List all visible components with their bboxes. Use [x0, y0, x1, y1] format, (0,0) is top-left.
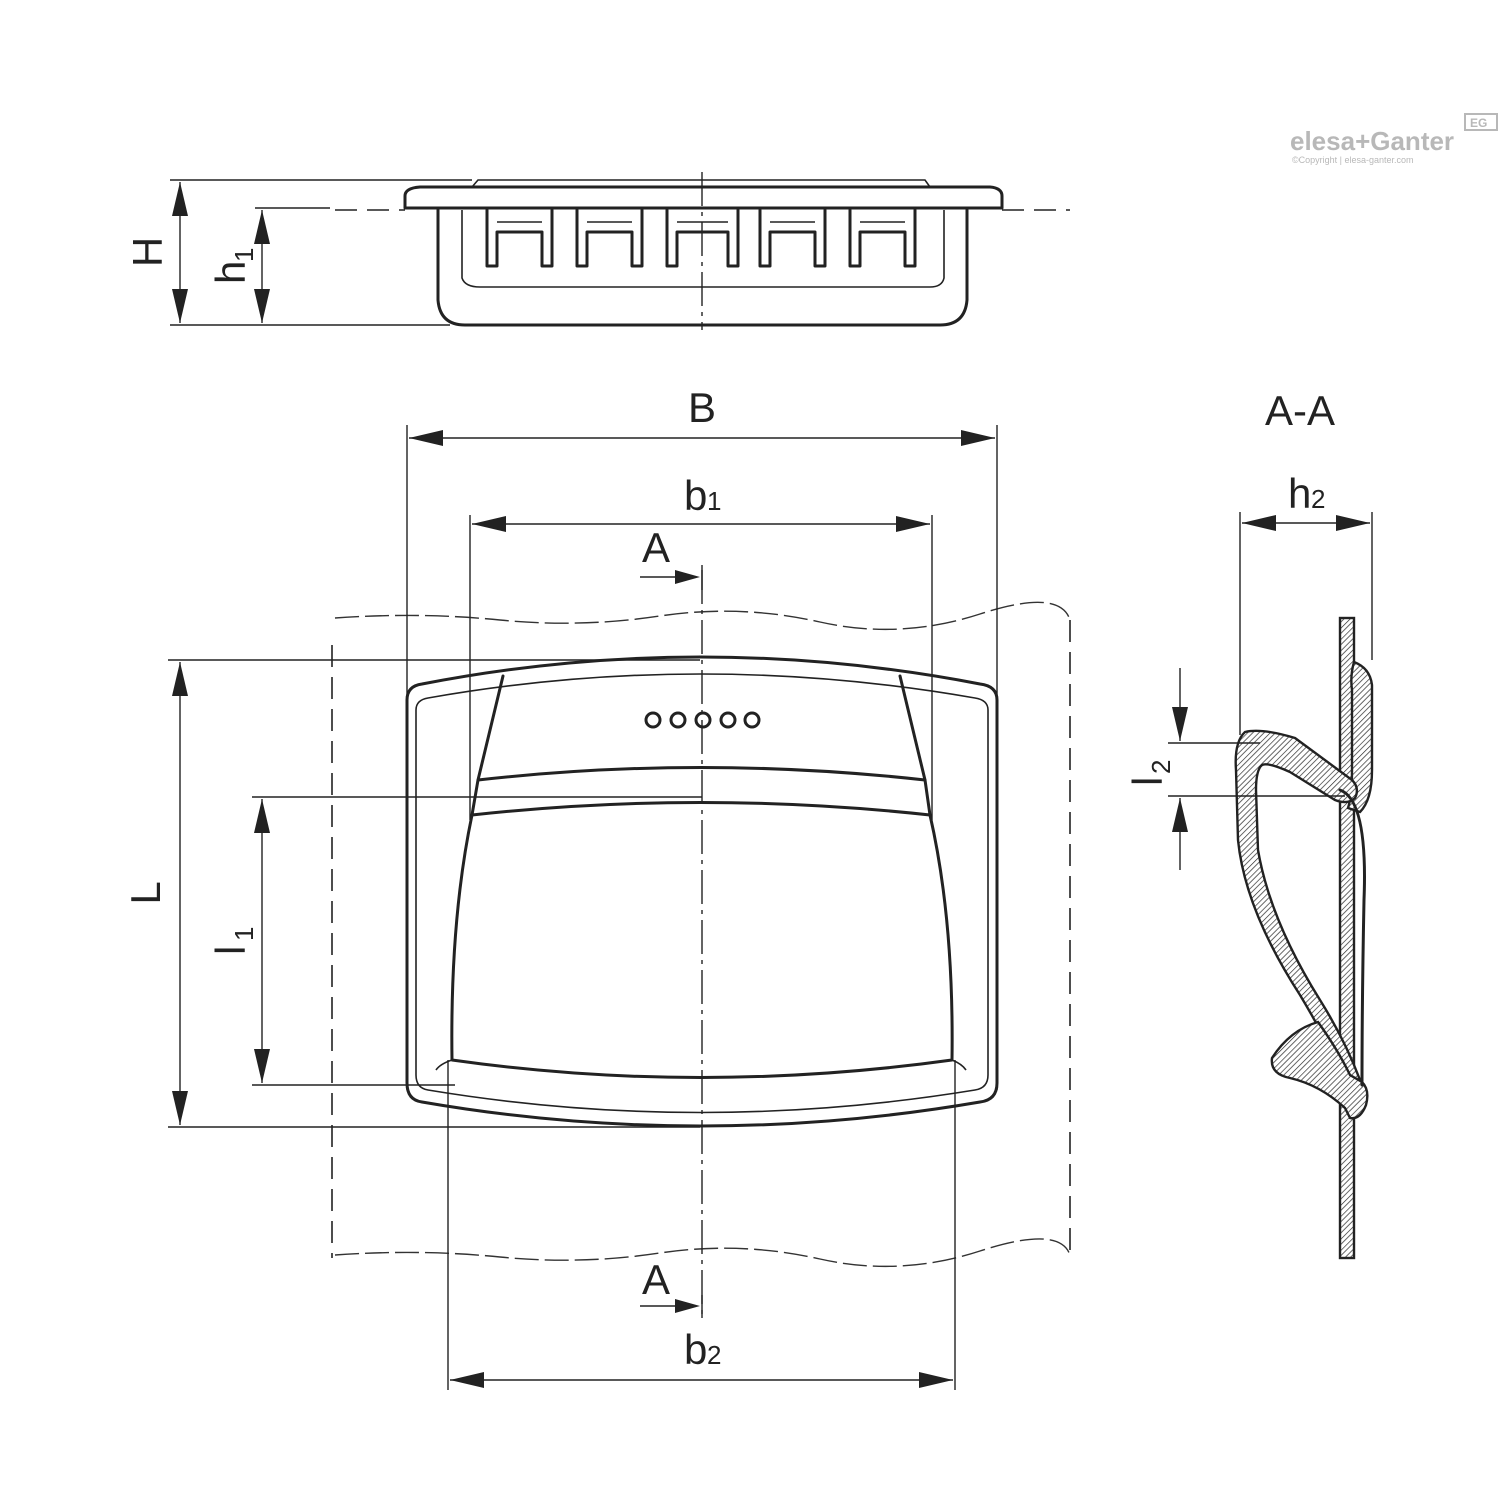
- section-marker-top: A: [640, 524, 703, 590]
- label-l2-sub: 2: [1146, 760, 1176, 774]
- dimension-b2: b 2: [447, 1060, 956, 1390]
- rib-2: [575, 208, 644, 268]
- ribs: [485, 208, 917, 268]
- dot-3: [694, 711, 712, 729]
- body-inner-outline: [461, 210, 945, 288]
- top-elevation-view: H h 1: [124, 172, 1070, 330]
- label-h1: h: [207, 261, 254, 284]
- grip-recess: [450, 813, 954, 1079]
- grip-upper-band: [476, 674, 927, 782]
- rib-5: [848, 208, 917, 268]
- label-L: L: [122, 881, 169, 904]
- dimension-h2: h 2: [1239, 470, 1373, 735]
- section-view-AA: A-A h 2 l 2: [1124, 387, 1374, 1260]
- label-h2: h: [1288, 470, 1311, 517]
- rib-1: [485, 208, 554, 268]
- logo-copyright: ©Copyright | elesa-ganter.com: [1292, 155, 1414, 165]
- label-h2-sub: 2: [1311, 484, 1325, 514]
- marking-dots: [644, 711, 761, 729]
- dot-2: [669, 711, 687, 729]
- label-section-view: A-A: [1265, 387, 1335, 434]
- panel-break-top: [334, 601, 1071, 631]
- dimension-l1: l 1: [207, 796, 702, 1086]
- logo-brand-text: elesa+Ganter: [1290, 126, 1454, 156]
- rib-4: [758, 208, 827, 268]
- label-section-bottom: A: [642, 1256, 670, 1303]
- grip-lower-band: [470, 778, 932, 817]
- label-b1-sub: 1: [707, 486, 721, 516]
- front-view: A A B b 1: [122, 384, 1071, 1390]
- label-l2: l: [1124, 777, 1171, 786]
- label-B: B: [688, 384, 716, 431]
- label-h1-sub: 1: [229, 248, 259, 262]
- dimension-h1: h 1: [207, 207, 330, 323]
- logo-mark-box: [1464, 113, 1498, 131]
- dimension-L: L: [122, 659, 700, 1128]
- section-back-outline: [1338, 788, 1366, 1087]
- section-marker-bottom: A: [640, 1256, 703, 1318]
- logo-mark-text: EG: [1470, 116, 1487, 130]
- label-b2: b: [684, 1326, 707, 1373]
- handle-flange-top-section: [1346, 660, 1374, 814]
- label-l1-sub: 1: [229, 927, 259, 941]
- handle-lip-section: [1270, 1020, 1369, 1120]
- dot-1: [644, 711, 662, 729]
- dimension-b1: b 1: [469, 472, 933, 820]
- label-H: H: [124, 237, 171, 267]
- elesa-ganter-logo: elesa+Ganter EG ©Copyright | elesa-gante…: [1290, 113, 1498, 165]
- flange-outline: [403, 185, 1004, 210]
- label-l1: l: [207, 946, 254, 955]
- panel-break-bottom: [334, 1238, 1071, 1268]
- dot-4: [719, 711, 737, 729]
- label-b2-sub: 2: [707, 1340, 721, 1370]
- handle-inner-border: [415, 673, 989, 1114]
- dimension-l2: l 2: [1124, 668, 1345, 870]
- handle-body-section: [1234, 729, 1362, 1098]
- label-section-top: A: [642, 524, 670, 571]
- dimension-H: H: [124, 179, 472, 326]
- label-b1: b: [684, 472, 707, 519]
- dimension-B: B: [406, 384, 998, 1090]
- dot-5: [743, 711, 761, 729]
